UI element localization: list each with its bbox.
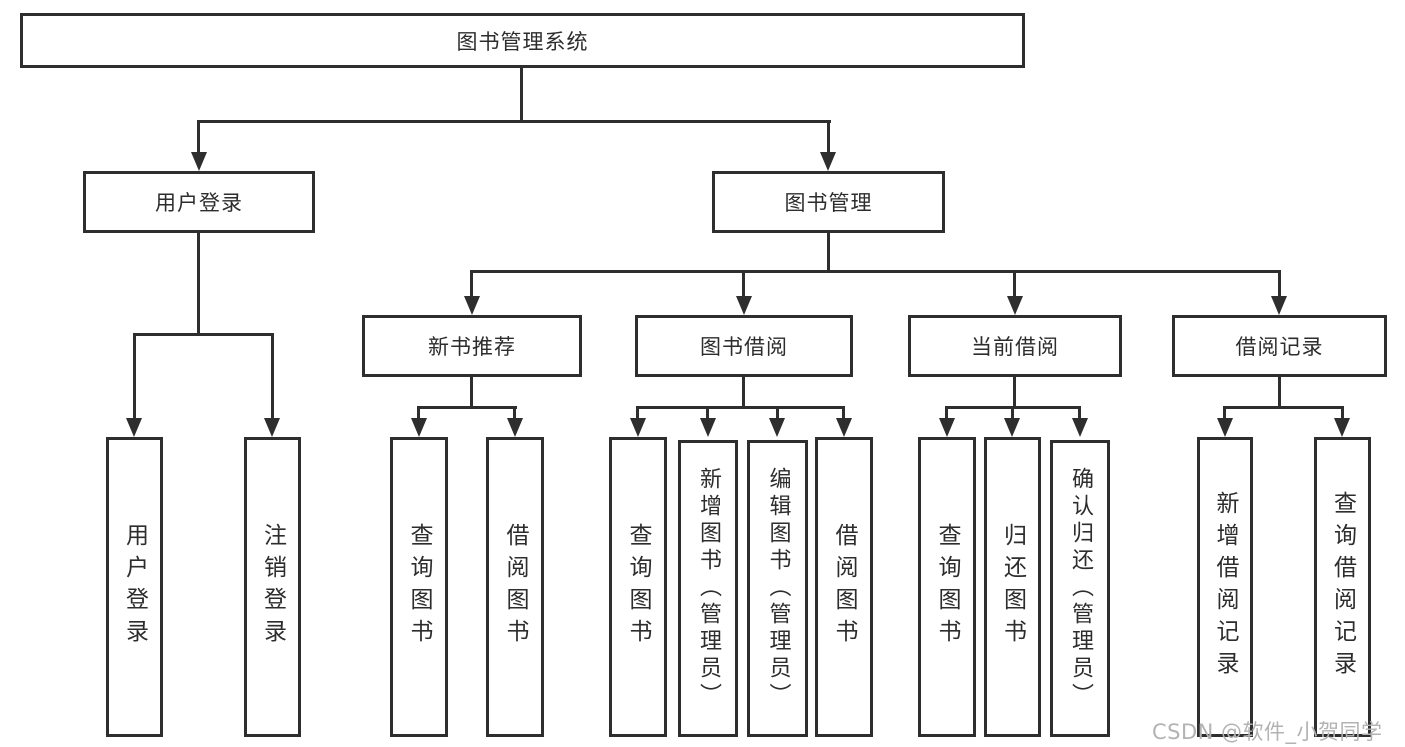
arrow-down-icon (769, 418, 785, 437)
arrow-down-icon (1004, 418, 1020, 437)
arrow-down-icon (1334, 418, 1350, 437)
leaf-borrow-books-recommend: 借阅图书 (486, 437, 544, 737)
connector-line (827, 120, 830, 153)
leaf-edit-books-admin: 编辑图书（管理员） (747, 440, 808, 737)
leaf-label: 归还图书 (999, 523, 1026, 651)
node-current-borrowing: 当前借阅 (908, 315, 1122, 377)
connector-line (133, 333, 274, 336)
connector-line (1278, 270, 1281, 297)
leaf-label: 新增图书（管理员） (696, 467, 721, 710)
leaf-label: 借阅图书 (502, 523, 528, 651)
leaf-label: 查询图书 (934, 523, 960, 651)
node-book-management: 图书管理 (712, 171, 945, 233)
leaf-borrow-books-borrowing: 借阅图书 (815, 437, 873, 737)
leaf-query-books-recommend: 查询图书 (390, 437, 448, 737)
connector-line (1341, 406, 1344, 418)
connector-line (1278, 377, 1281, 408)
arrow-down-icon (1217, 418, 1233, 437)
node-new-book-recommend: 新书推荐 (362, 315, 582, 377)
connector-line (513, 406, 516, 418)
connector-line (470, 270, 473, 297)
leaf-confirm-return-admin: 确认归还（管理员） (1050, 440, 1110, 737)
connector-line (1013, 270, 1016, 297)
leaf-label: 用户登录 (121, 523, 148, 651)
connector-line (471, 270, 1280, 273)
leaf-logout-login: 注销登录 (244, 437, 301, 737)
connector-line (417, 406, 517, 409)
leaf-label: 查询图书 (406, 523, 432, 651)
leaf-user-login: 用户登录 (106, 437, 163, 737)
connector-line (1011, 406, 1014, 418)
connector-line (636, 406, 639, 418)
connector-line (197, 120, 200, 153)
connector-line (271, 333, 274, 418)
arrow-down-icon (411, 418, 427, 437)
node-book-borrowing: 图书借阅 (635, 315, 853, 377)
arrow-down-icon (939, 418, 955, 437)
leaf-label: 新增借阅记录 (1212, 491, 1238, 683)
arrow-down-icon (1007, 296, 1023, 315)
node-borrowing-records: 借阅记录 (1172, 315, 1387, 377)
connector-line (470, 377, 473, 408)
connector-line (636, 406, 845, 409)
connector-line (842, 406, 845, 418)
connector-line (417, 406, 420, 418)
node-user-login: 用户登录 (83, 171, 315, 233)
arrow-down-icon (464, 296, 480, 315)
arrow-down-icon (264, 418, 280, 437)
leaf-query-books-borrowing: 查询图书 (609, 437, 667, 737)
arrow-down-icon (507, 418, 523, 437)
leaf-return-books: 归还图书 (984, 437, 1041, 737)
leaf-label: 借阅图书 (831, 523, 857, 651)
connector-line (706, 406, 709, 418)
connector-line (742, 270, 745, 297)
csdn-watermark: CSDN @软件_小贺同学 (1152, 720, 1383, 744)
connector-line (945, 406, 948, 418)
leaf-query-books-current: 查询图书 (918, 437, 976, 737)
connector-line (133, 333, 136, 418)
connector-line (197, 233, 200, 335)
leaf-label: 查询借阅记录 (1329, 491, 1356, 683)
leaf-query-borrow-record: 查询借阅记录 (1314, 437, 1371, 737)
connector-line (520, 68, 523, 121)
leaf-label: 注销登录 (259, 523, 286, 651)
leaf-label: 确认归还（管理员） (1068, 467, 1093, 710)
leaf-label: 查询图书 (625, 523, 651, 651)
arrow-down-icon (1072, 418, 1088, 437)
connector-line (1223, 406, 1226, 418)
connector-line (827, 233, 830, 273)
leaf-add-borrow-record: 新增借阅记录 (1197, 437, 1253, 737)
connector-line (742, 377, 745, 408)
connector-line (776, 406, 779, 418)
arrow-down-icon (191, 152, 207, 171)
connector-line (197, 120, 831, 123)
connector-line (1013, 377, 1016, 408)
arrow-down-icon (1271, 296, 1287, 315)
node-library-system: 图书管理系统 (20, 13, 1025, 68)
leaf-add-books-admin: 新增图书（管理员） (678, 440, 738, 737)
leaf-label: 编辑图书（管理员） (765, 467, 791, 710)
arrow-down-icon (836, 418, 852, 437)
connector-line (1223, 406, 1343, 409)
arrow-down-icon (700, 418, 716, 437)
arrow-down-icon (630, 418, 646, 437)
connector-line (1078, 406, 1081, 418)
arrow-down-icon (736, 296, 752, 315)
arrow-down-icon (126, 418, 142, 437)
arrow-down-icon (820, 152, 836, 171)
